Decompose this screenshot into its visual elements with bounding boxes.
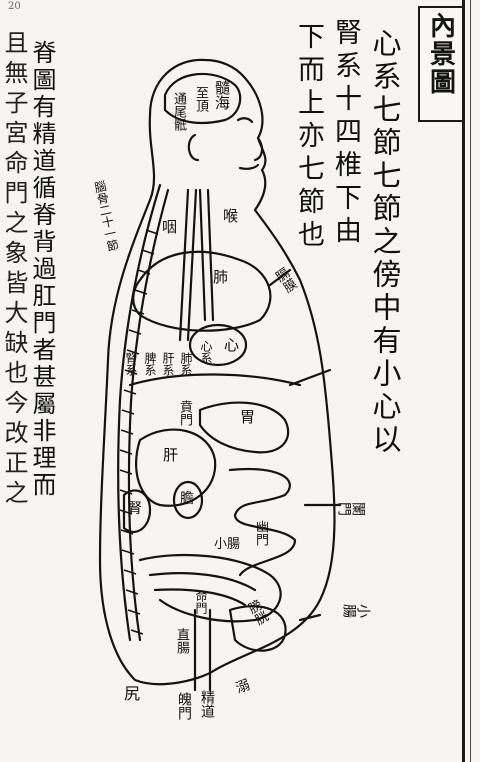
windpipe-tube	[200, 190, 205, 320]
label-liver: 肝	[163, 448, 178, 463]
label-stomach: 胃	[240, 410, 255, 425]
label-throat: 咽	[162, 220, 177, 235]
label-spine-top: 至頂	[194, 86, 207, 112]
throat-tube	[180, 190, 188, 340]
windpipe-tube-2	[208, 190, 213, 320]
label-lungs: 肺	[213, 270, 228, 285]
label-gallbladder: 膽	[180, 492, 194, 506]
label-spleen-system: 脾系	[144, 352, 156, 376]
label-kidney: 腎	[128, 502, 142, 516]
label-small-intestine: 小腸	[214, 538, 240, 551]
label-windpipe: 喉	[222, 208, 237, 223]
label-heart-system: 心系	[200, 340, 212, 364]
spine-line-inner	[129, 190, 168, 640]
label-right-2: 小腸	[343, 603, 371, 617]
label-stomach-duct: 賁門	[178, 400, 191, 426]
mouth	[240, 165, 258, 169]
eye	[238, 118, 252, 122]
label-brain: 髓海	[214, 80, 229, 110]
label-anus: 尻	[124, 686, 140, 702]
label-heart: 心	[224, 338, 239, 353]
label-seminal-duct: 精道	[200, 690, 214, 718]
label-pylorus: 幽門	[254, 520, 267, 546]
diaphragm-line	[130, 374, 300, 385]
label-rectum: 直腸	[175, 628, 188, 654]
label-tailbone: 通尾骶	[172, 92, 185, 131]
label-liver-system: 肝系	[162, 352, 174, 376]
ear	[189, 135, 198, 160]
throat-tube-2	[188, 190, 196, 340]
label-kidney-system: 腎系	[125, 352, 137, 376]
label-anal-gate: 魄門	[177, 692, 191, 720]
vertebrae	[120, 230, 158, 634]
label-life-gate: 命門	[195, 590, 207, 614]
label-right-1: 闌門	[338, 501, 366, 515]
label-lung-system: 肺系	[180, 352, 192, 376]
